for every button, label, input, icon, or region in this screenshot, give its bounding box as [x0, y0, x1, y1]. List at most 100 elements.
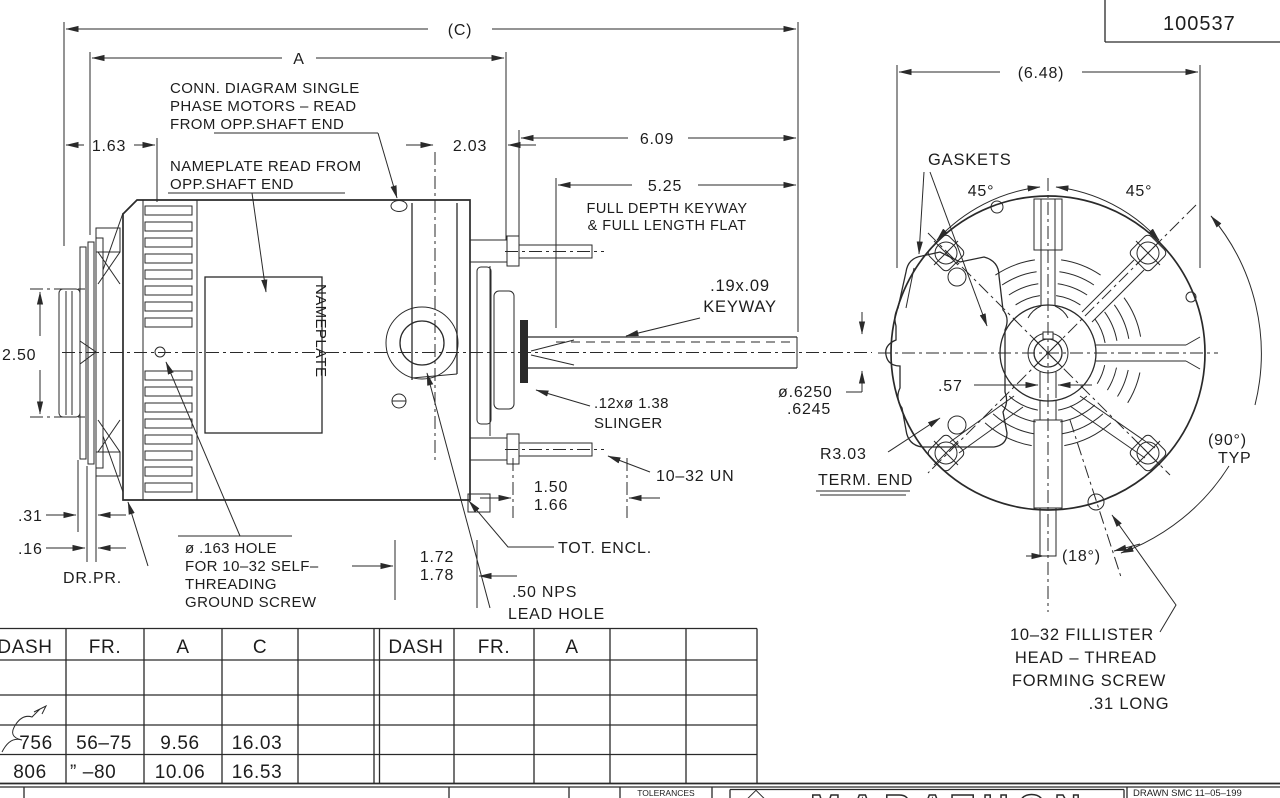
table-header-a-left: A	[176, 637, 189, 658]
gaskets-label: GASKETS	[928, 151, 1012, 169]
table-header-a-right: A	[565, 637, 578, 658]
angle-90-label: (90°)	[1208, 432, 1247, 449]
nameplate-note-line1: NAMEPLATE READ FROM	[170, 158, 362, 175]
dim-c: (C)	[448, 22, 473, 39]
handwritten-mark	[1, 704, 48, 753]
fillister-line1: 10–32 FILLISTER	[1010, 626, 1154, 644]
cell-fr: ” –80	[70, 762, 116, 783]
conduit-band	[390, 152, 458, 460]
fillister-screw	[1087, 493, 1105, 511]
fillister-line4: .31 LONG	[1089, 695, 1170, 713]
top-screw	[390, 200, 408, 212]
dim-2-03: 2.03	[453, 138, 487, 155]
ground-note-line1: ø .163 HOLE	[185, 540, 277, 557]
logo-text: MARATHON	[810, 787, 1089, 798]
bottom-conduit-boss	[1033, 401, 1063, 557]
angle-45-right: 45°	[1126, 183, 1153, 200]
dim-1-50: 1.50	[534, 479, 568, 496]
cell-c: 16.03	[232, 733, 283, 754]
table-grid	[0, 627, 758, 783]
drawn-by-label: DRAWN SMC 11–05–199	[1133, 788, 1242, 798]
side-view-motor: NAMEPLATE	[58, 152, 872, 513]
cell-a: 10.06	[155, 762, 206, 783]
screw-symbol	[927, 434, 965, 472]
slinger-label-2: SLINGER	[594, 415, 663, 432]
cell-fr: 56–75	[76, 733, 132, 754]
side-view-notes: CONN. DIAGRAM SINGLE PHASE MOTORS – READ…	[63, 80, 777, 623]
keyway-label-1: .19x.09	[710, 277, 770, 295]
dim-shaft-dia-1: ø.6250	[778, 384, 833, 401]
cell-a: 9.56	[160, 733, 199, 754]
manufacturer-logo: MARATHON	[729, 786, 1125, 798]
dim-57: .57	[938, 378, 963, 395]
dim-1-78: 1.78	[420, 567, 454, 584]
dim-1-72: 1.72	[420, 549, 454, 566]
term-end-label: TERM. END	[818, 472, 913, 489]
conn-note-line1: CONN. DIAGRAM SINGLE	[170, 80, 360, 97]
corner-screws	[927, 234, 1167, 472]
screw-symbol	[1129, 234, 1167, 272]
ground-note-line4: GROUND SCREW	[185, 594, 317, 611]
table-header-fr-right: FR.	[478, 637, 510, 658]
dim-16: .16	[18, 541, 43, 558]
nps-label-2: LEAD HOLE	[508, 606, 605, 623]
keyway-note-line2: & FULL LENGTH FLAT	[588, 218, 747, 234]
end-view-dimensions: (6.48) GASKETS 45° 45° .57 R3.03 TERM. E…	[816, 65, 1262, 713]
motor-body-outline	[122, 199, 491, 513]
table-header-c-left: C	[253, 637, 267, 658]
dim-31: .31	[18, 508, 43, 525]
nps-label-1: .50 NPS	[512, 584, 577, 601]
nameplate-vertical-text: NAMEPLATE	[312, 284, 329, 377]
dim-5-25: 5.25	[648, 178, 682, 195]
dim-1-63: 1.63	[92, 138, 126, 155]
lead-hole-boss	[385, 306, 459, 409]
ground-note-line2: FOR 10–32 SELF–	[185, 558, 319, 575]
angle-18-label: (18°)	[1062, 548, 1101, 565]
dim-a: A	[293, 51, 304, 68]
table-header-dash-left: DASH	[0, 637, 53, 658]
keyway-note-line1: FULL DEPTH KEYWAY	[586, 201, 747, 217]
nameplate-note-line2: OPP.SHAFT END	[170, 176, 294, 193]
screw-symbol	[927, 234, 965, 272]
doc-number: 100537	[1163, 13, 1236, 35]
typ-label: TYP	[1218, 450, 1252, 467]
shaft-end-bracket	[469, 235, 604, 465]
nameplate: NAMEPLATE	[204, 276, 329, 434]
table-row-756: 756 56–75 9.56 16.03	[19, 733, 283, 754]
table-header-dash-right: DASH	[388, 637, 443, 658]
dim-6-48: (6.48)	[1018, 65, 1065, 82]
screw-symbol	[1129, 434, 1167, 472]
table-row-806: 806 ” –80 10.06 16.53	[13, 762, 283, 783]
dim-shaft-dia-2: .6245	[787, 401, 831, 418]
tolerances-label-1: TOLERANCES	[637, 788, 695, 798]
keyway-label-2: KEYWAY	[703, 298, 777, 316]
conn-note-line2: PHASE MOTORS – READ	[170, 98, 357, 115]
radius-label: R3.03	[820, 446, 867, 463]
slinger	[520, 320, 528, 383]
dim-6-09: 6.09	[640, 131, 674, 148]
dr-pr-label: DR.PR.	[63, 570, 122, 587]
cell-dash: 806	[13, 762, 47, 783]
conn-note-line3: FROM OPP.SHAFT END	[170, 116, 344, 133]
end-bell-ribs	[984, 259, 1142, 447]
cell-dash: 756	[19, 733, 53, 754]
title-block: TOLERANCES UNLESS SPECIFIED MARATHON DRA…	[0, 782, 1280, 798]
angle-45-left: 45°	[968, 183, 995, 200]
fillister-line2: HEAD – THREAD	[1015, 649, 1157, 667]
end-view-motor	[878, 178, 1218, 612]
dim-2-50: 2.50	[2, 347, 36, 364]
end-bell-spokes	[949, 259, 1201, 459]
stud-label: 10–32 UN	[656, 468, 734, 485]
fillister-line3: FORMING SCREW	[1012, 672, 1166, 690]
dimension-table: DASH FR. A C DASH FR. A 756 56–75 9.56 1…	[0, 627, 758, 783]
cell-c: 16.53	[232, 762, 283, 783]
side-view-dimensions: (C) A 1.63 2.03 6.09 5.25 2.50 .31	[2, 22, 866, 608]
slinger-label-1: .12xø 1.38	[594, 395, 669, 412]
shaft	[528, 336, 798, 369]
dim-1-66: 1.66	[534, 497, 568, 514]
ground-note-line3: THREADING	[185, 576, 277, 593]
tot-encl-label: TOT. ENCL.	[558, 540, 652, 557]
vent-slats	[144, 205, 193, 493]
